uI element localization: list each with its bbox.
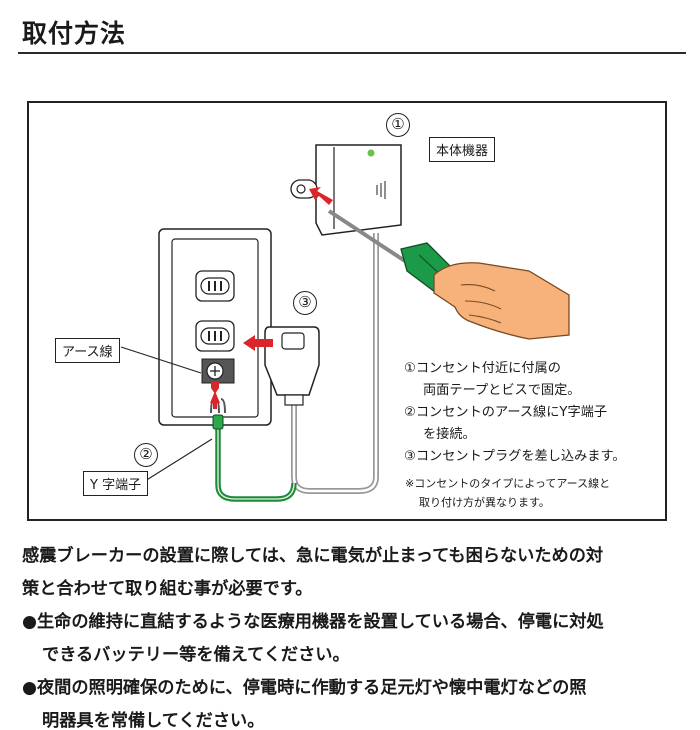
y-terminal-label: Y 字端子 — [83, 471, 149, 496]
note-line-1: ※コンセントのタイプによってアース線と — [405, 477, 611, 490]
page-title: 取付方法 — [22, 19, 127, 48]
body-text: 感震ブレーカーの設置に際しては、急に電気が止まっても困らないための対 策と合わせ… — [22, 540, 687, 730]
step-2-line-2: を接続。 — [423, 427, 476, 442]
y-terminal-sleeve — [212, 414, 224, 430]
main-unit-label: 本体機器 — [429, 137, 496, 162]
installation-diagram — [120, 144, 570, 502]
red-arrows — [210, 187, 333, 409]
outlet-plug — [264, 326, 320, 406]
earth-cable — [215, 421, 297, 502]
note-line-2: 取り付け方が異なります。 — [419, 496, 550, 509]
installation-figure: ① ② ③ 本体機器 アース線 Y 字端子 ①コンセント付近に付属の 両面テープ… — [27, 101, 667, 521]
hand — [433, 262, 570, 340]
step-marker-2: ② — [134, 443, 158, 467]
earth-wire-leader — [120, 346, 202, 374]
y-terminal-leader — [144, 438, 213, 482]
step-1-line-1: ①コンセント付近に付属の — [404, 361, 561, 376]
main-unit — [290, 144, 402, 236]
step-2-line-1: ②コンセントのアース線にY字端子 — [404, 405, 608, 420]
bullet-1-line-2: できるバッテリー等を備えてください。 — [42, 645, 350, 665]
step-1-line-2: 両面テープとビスで固定。 — [423, 383, 581, 398]
wall-outlet — [158, 228, 272, 426]
step-marker-3: ③ — [293, 291, 317, 315]
bullet-2-line-2: 明器具を常備してください。 — [42, 711, 265, 730]
title-divider — [18, 52, 686, 54]
step-3-line-1: ③コンセントプラグを差し込みます。 — [404, 449, 626, 464]
bullet-2-line-1: ●夜間の照明確保のために、停電時に作動する足元灯や懐中電灯などの照 — [22, 678, 587, 698]
bullet-1-line-1: ●生命の維持に直結するような医療用機器を設置している場合、停電に対処 — [22, 612, 604, 632]
step-marker-1: ① — [386, 113, 410, 137]
note: ※コンセントのタイプによってアース線と 取り付け方が異なります。 — [405, 474, 610, 512]
intro-line-1: 感震ブレーカーの設置に際しては、急に電気が止まっても困らないための対 — [22, 546, 604, 566]
step-list: ①コンセント付近に付属の 両面テープとビスで固定。 ②コンセントのアース線にY字… — [404, 358, 626, 468]
earth-wire-label: アース線 — [55, 338, 120, 363]
intro-line-2: 策と合わせて取り組む事が必要です。 — [22, 579, 313, 599]
